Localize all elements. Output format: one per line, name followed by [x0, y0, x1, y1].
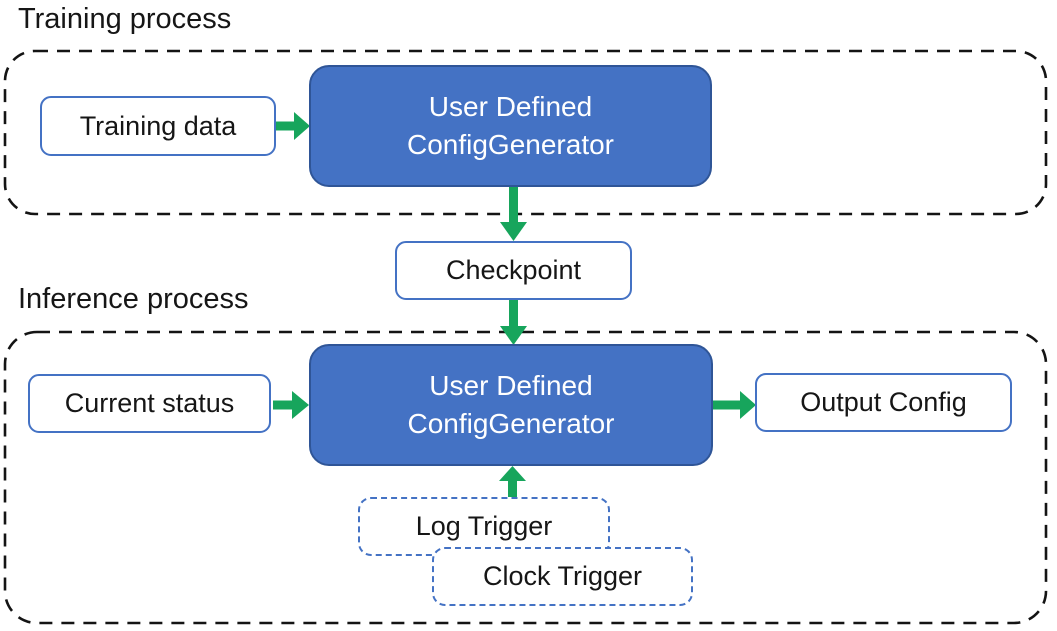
output-config-box: Output Config	[755, 373, 1012, 432]
arrow-shaft	[509, 299, 518, 327]
arrow-triggers-to-generator	[499, 466, 526, 498]
training-generator-line2: ConfigGenerator	[406, 129, 614, 160]
arrow-training-data-to-generator	[275, 112, 310, 140]
training-data-label: Training data	[79, 110, 237, 141]
arrow-head	[294, 112, 310, 140]
output-config-label: Output Config	[800, 387, 967, 417]
inference-config-generator-box: User Defined ConfigGenerator	[309, 344, 713, 466]
arrow-head	[500, 326, 527, 345]
inference-process-label: Inference process	[18, 283, 249, 315]
arrow-shaft	[712, 400, 741, 410]
arrow-head	[500, 222, 527, 241]
arrow-shaft	[275, 121, 295, 131]
arrow-shaft	[508, 480, 517, 498]
arrow-head	[292, 391, 309, 419]
training-data-box: Training data	[40, 96, 276, 156]
clock-trigger-label: Clock Trigger	[482, 561, 643, 591]
checkpoint-label: Checkpoint	[445, 255, 582, 285]
arrow-generator-to-output-config	[712, 391, 756, 419]
arrow-head	[499, 466, 526, 481]
log-trigger-label: Log Trigger	[415, 511, 553, 541]
current-status-box: Current status	[28, 374, 271, 433]
arrow-head	[740, 391, 756, 419]
arrow-generator-to-checkpoint	[500, 186, 527, 241]
inference-generator-line1: User Defined	[429, 370, 593, 401]
arrow-shaft	[273, 400, 293, 410]
arrow-current-status-to-generator	[273, 391, 309, 419]
inference-process-frame	[3, 330, 1048, 625]
training-generator-line1: User Defined	[428, 91, 593, 122]
training-config-generator-box: User Defined ConfigGenerator	[309, 65, 712, 187]
training-process-label: Training process	[18, 3, 232, 35]
inference-generator-line2: ConfigGenerator	[407, 408, 615, 439]
training-process-frame	[3, 49, 1048, 216]
checkpoint-box: Checkpoint	[395, 241, 632, 300]
current-status-label: Current status	[64, 388, 235, 418]
arrow-checkpoint-to-generator	[500, 299, 527, 345]
clock-trigger-box: Clock Trigger	[432, 547, 693, 606]
arrow-shaft	[509, 186, 518, 223]
